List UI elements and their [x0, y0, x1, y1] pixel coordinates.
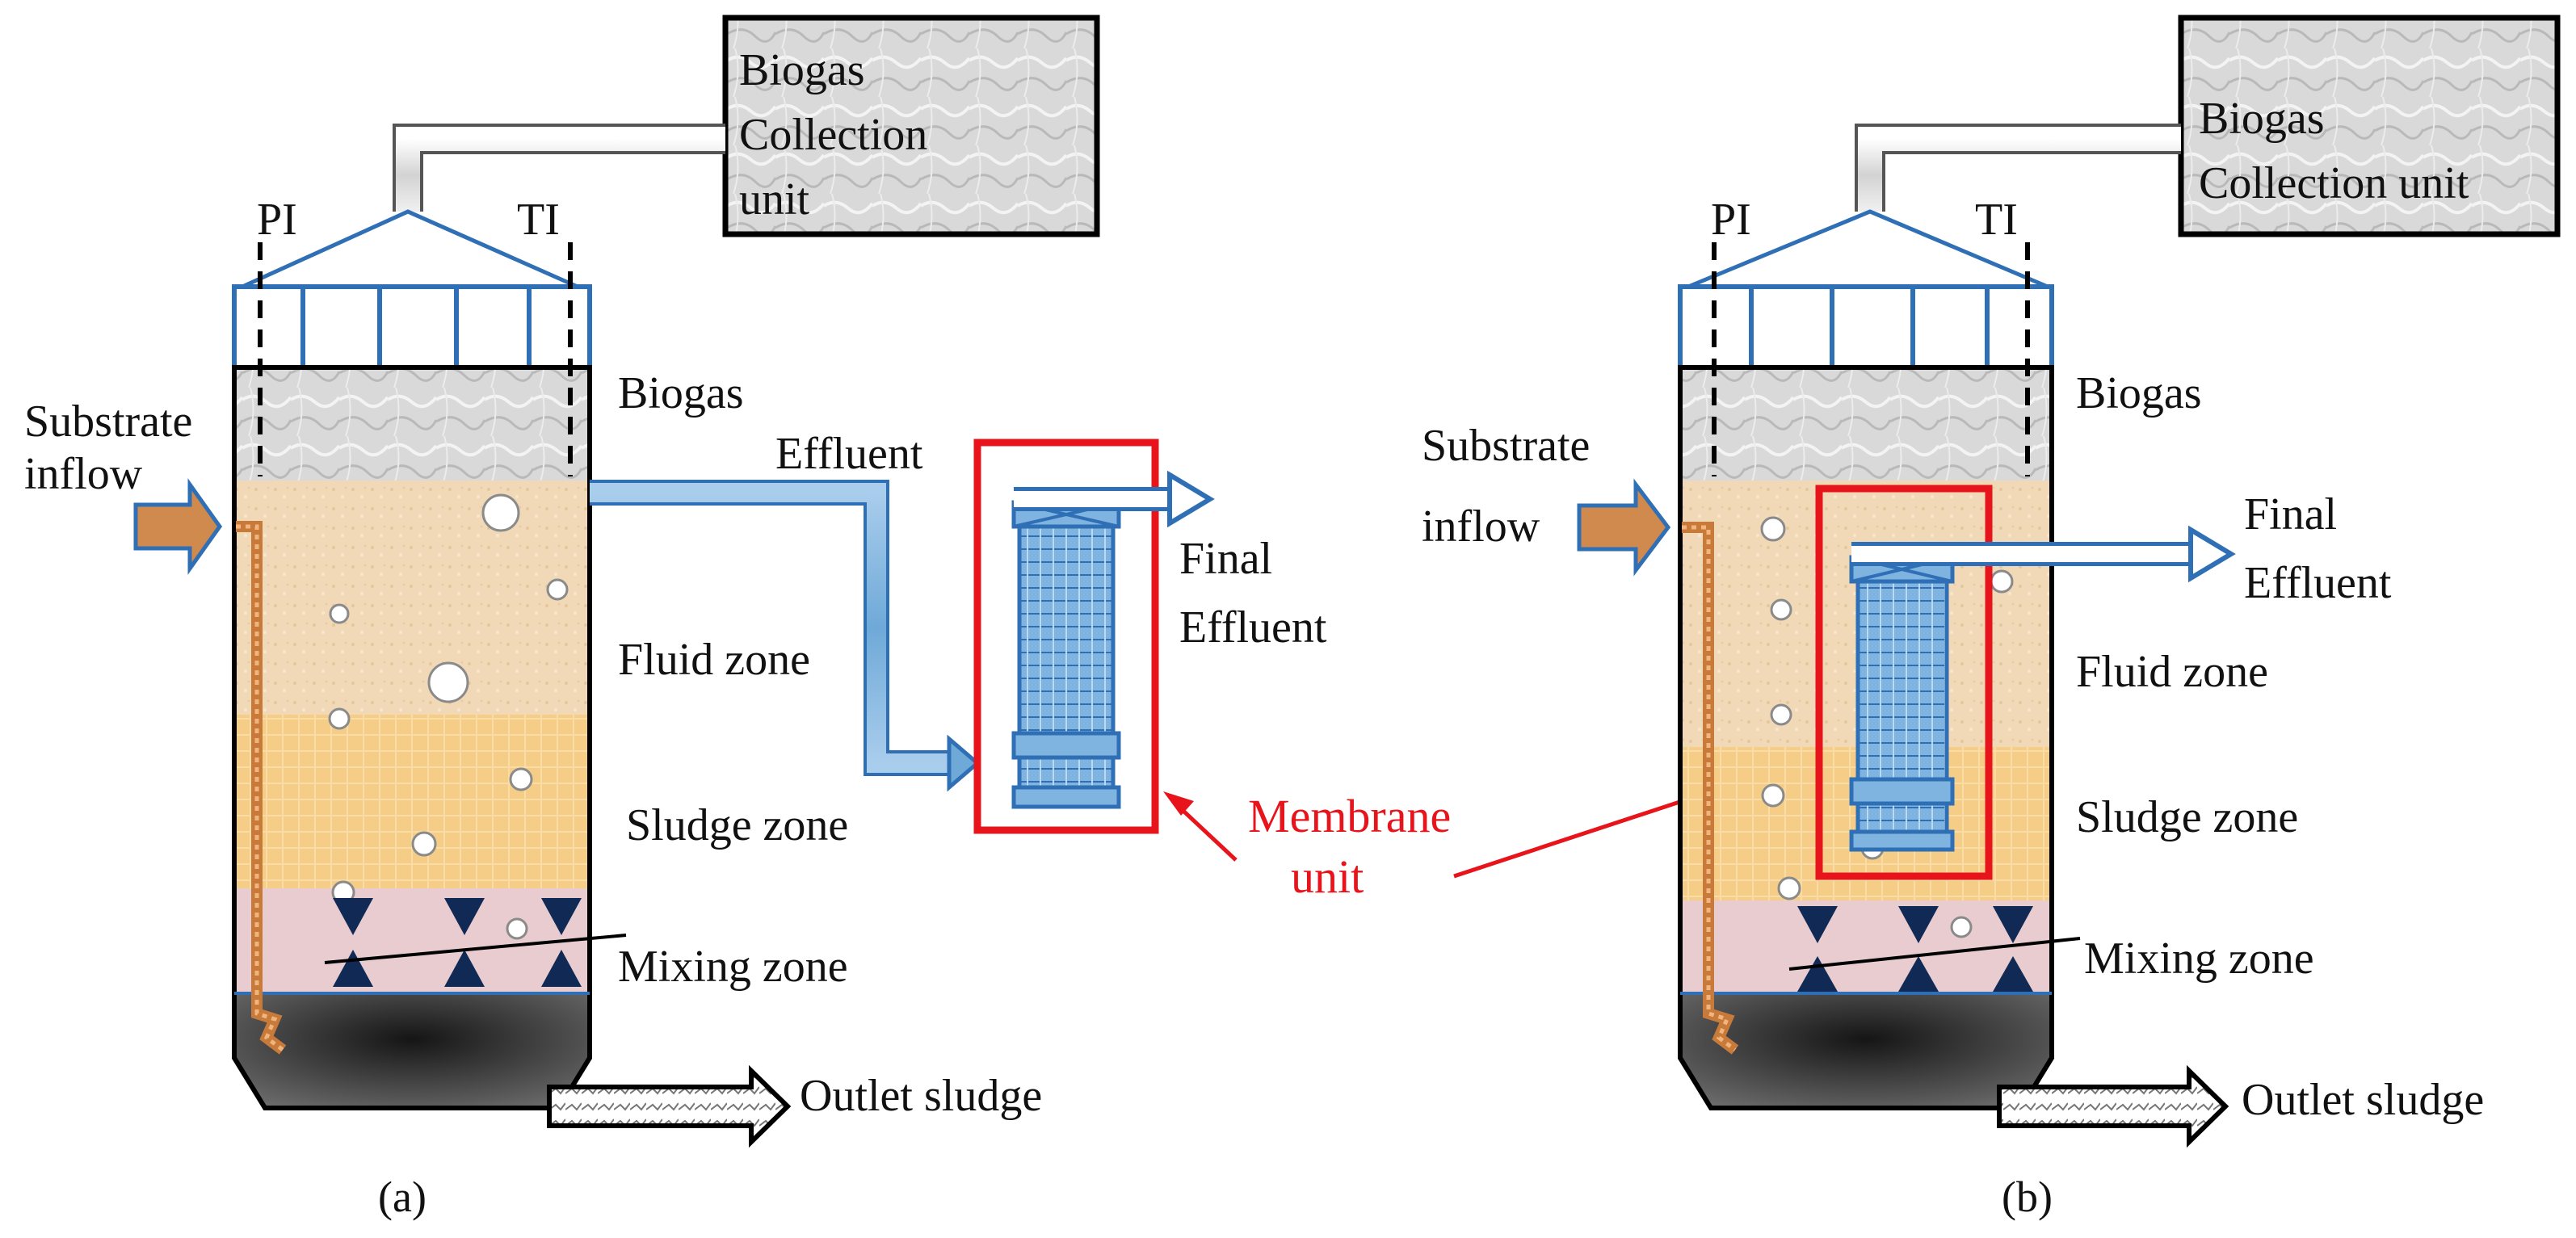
final-effluent-label-a-line1: Final — [1179, 534, 1272, 584]
bottom-sludge-a — [234, 993, 590, 1108]
final-effluent-arrow-a — [1167, 470, 1215, 528]
mixer-b — [1797, 906, 2033, 992]
membrane-module-a — [1011, 500, 1121, 809]
gas-separator-a — [232, 284, 592, 370]
caption-b: (b) — [2002, 1173, 2053, 1221]
ti-label-a: TI — [517, 195, 560, 245]
outlet-sludge-arrow-b — [1997, 1064, 2229, 1148]
membrane-module-b — [1849, 555, 1955, 852]
bubbles-a — [328, 493, 569, 940]
caption-a: (a) — [378, 1173, 427, 1221]
substrate-label-a-line2: inflow — [24, 449, 143, 499]
final-effluent-label-b-line2: Effluent — [2244, 558, 2392, 608]
ti-label-b: TI — [1975, 195, 2018, 245]
mixer-a — [333, 898, 582, 987]
substrate-label-b-line2: inflow — [1422, 501, 1540, 552]
fluid-zone-a — [234, 481, 590, 715]
mixing-zone-a — [234, 888, 590, 993]
gas-collection-unit-b — [2178, 15, 2561, 237]
gas-unit-a-line1: Biogas — [739, 45, 865, 95]
gas-collection-unit-a — [722, 15, 1100, 237]
final-effluent-arrow-b — [2188, 525, 2236, 583]
outlet-sludge-arrow-a — [547, 1064, 792, 1148]
panel-a: Biogas Collection unit PI TI — [24, 15, 1813, 1221]
outlet-sludge-label-a: Outlet sludge — [800, 1071, 1042, 1121]
outlet-sludge-label-b: Outlet sludge — [2242, 1075, 2484, 1125]
substrate-arrow-b — [1577, 478, 1671, 577]
gas-unit-b-line2: Collection unit — [2199, 158, 2469, 208]
membrane-box-b — [1815, 485, 1993, 880]
mixing-zone-label-b: Mixing zone — [2084, 934, 2314, 984]
sludge-zone-label-b: Sludge zone — [2076, 792, 2298, 842]
substrate-label-b-line1: Substrate — [1422, 421, 1590, 471]
sludge-zone-a — [234, 715, 590, 888]
biogas-zone-a — [234, 367, 590, 481]
effluent-arrow-a — [947, 734, 981, 792]
bottom-sludge-b — [1680, 993, 2052, 1108]
final-effluent-label-b-line1: Final — [2244, 489, 2337, 539]
membrane-label-line2: unit — [1291, 850, 1364, 903]
pi-label-b: PI — [1711, 195, 1751, 245]
panel-b: Biogas Collection unit PI TI — [1422, 15, 2561, 1221]
gas-unit-a-line2: Collection — [739, 110, 927, 160]
substrate-arrow-a — [133, 478, 223, 575]
effluent-label-a: Effluent — [775, 429, 923, 479]
substrate-label-a-line1: Substrate — [24, 397, 192, 447]
gas-unit-a-line3: unit — [739, 174, 810, 225]
biogas-zone-b — [1680, 367, 2052, 481]
biogas-label-a: Biogas — [618, 368, 744, 418]
gas-separator-b — [1678, 284, 2054, 370]
biogas-label-b: Biogas — [2076, 368, 2202, 418]
sludge-zone-label-a: Sludge zone — [626, 800, 848, 850]
fluid-zone-label-b: Fluid zone — [2076, 647, 2268, 697]
pi-label-a: PI — [257, 195, 297, 245]
mixing-zone-label-a: Mixing zone — [618, 942, 848, 992]
fluid-zone-label-a: Fluid zone — [618, 635, 810, 685]
final-effluent-label-a-line2: Effluent — [1179, 602, 1327, 653]
gas-unit-b-line1: Biogas — [2199, 94, 2325, 144]
membrane-label-line1: Membrane — [1248, 790, 1451, 842]
effluent-pipe-a — [590, 480, 953, 776]
